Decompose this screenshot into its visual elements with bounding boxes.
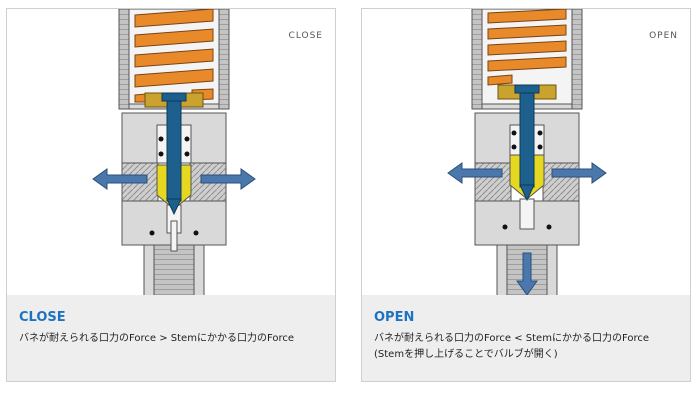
valve-body [121,112,227,295]
flow-arrows [447,162,607,295]
state-label: CLOSE [288,31,323,41]
caption-title: CLOSE [19,310,66,325]
open-valve-diagram [447,9,607,295]
state-label: OPEN [649,31,678,41]
spring [487,9,567,86]
open-caption: OPEN バネが耐えられる口力のForce < Stemにかかる口力のForce… [362,295,690,381]
caption-line: バネが耐えられる口力のForce > Stemにかかる口力のForce [19,333,295,344]
o-rings [149,136,199,236]
stem [161,92,187,216]
caption-title: OPEN [374,310,415,325]
caption-line: (Stemを押し上げることでバルブが開く) [374,349,558,360]
close-valve-diagram [92,9,256,295]
close-panel: CLOSE [6,8,336,382]
close-caption: CLOSE バネが耐えられる口力のForce > Stemにかかる口力のForc… [7,295,335,381]
caption-line: バネが耐えられる口力のForce < Stemにかかる口力のForce [374,333,650,344]
flow-arrows [92,168,256,190]
open-panel: OPEN [361,8,691,382]
stem [514,84,540,202]
o-rings [502,130,552,230]
